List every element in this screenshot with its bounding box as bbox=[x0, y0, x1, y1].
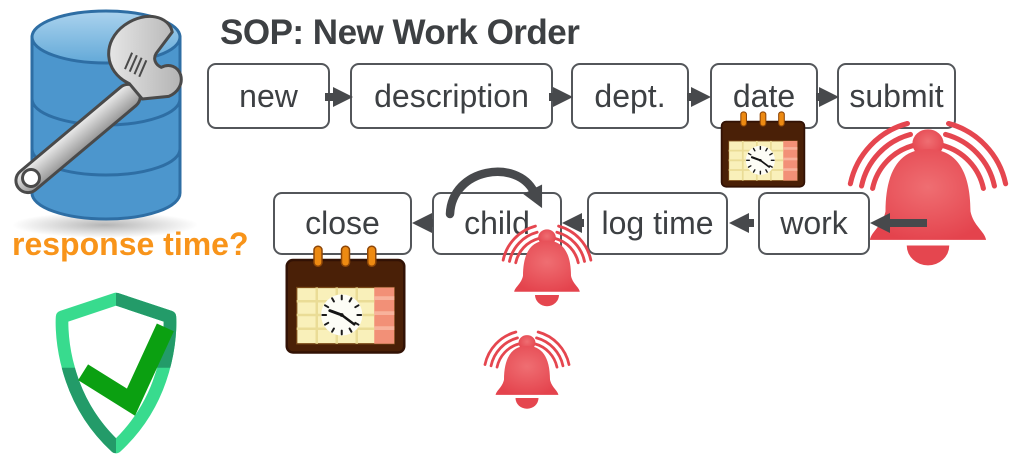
flow-step-log-time: log time bbox=[587, 192, 728, 255]
checkmark-icon bbox=[78, 323, 174, 416]
alarm-bell-icon bbox=[843, 118, 1013, 288]
shield-check-icon bbox=[55, 292, 177, 454]
flow-step-new-label: new bbox=[239, 77, 298, 114]
flow-step-close-label: close bbox=[305, 205, 380, 241]
flow-step-date-label: date bbox=[732, 77, 796, 114]
database-shadow bbox=[12, 212, 198, 238]
calendar-clock-icon bbox=[283, 245, 408, 355]
page-title: SOP: New Work Order bbox=[220, 13, 580, 52]
flow-step-dept: dept. bbox=[571, 63, 689, 129]
flow-step-log-time-label: log time bbox=[601, 205, 714, 241]
calendar-clock-icon bbox=[719, 111, 807, 189]
alarm-bell-icon bbox=[499, 223, 595, 319]
database-wrench-icon bbox=[12, 9, 198, 238]
flow-step-work: work bbox=[758, 192, 870, 255]
flow-step-new: new bbox=[207, 63, 330, 129]
flow-step-submit: submit bbox=[837, 63, 956, 129]
flow-step-description-label: description bbox=[374, 77, 529, 114]
flow-step-work-label: work bbox=[780, 205, 848, 241]
flow-step-description: description bbox=[350, 63, 553, 129]
alarm-bell-icon bbox=[481, 329, 573, 421]
flow-step-close: close bbox=[273, 192, 412, 255]
flow-step-dept-label: dept. bbox=[594, 77, 666, 114]
wrench-icon bbox=[14, 15, 183, 195]
flow-step-submit-label: submit bbox=[849, 77, 944, 114]
